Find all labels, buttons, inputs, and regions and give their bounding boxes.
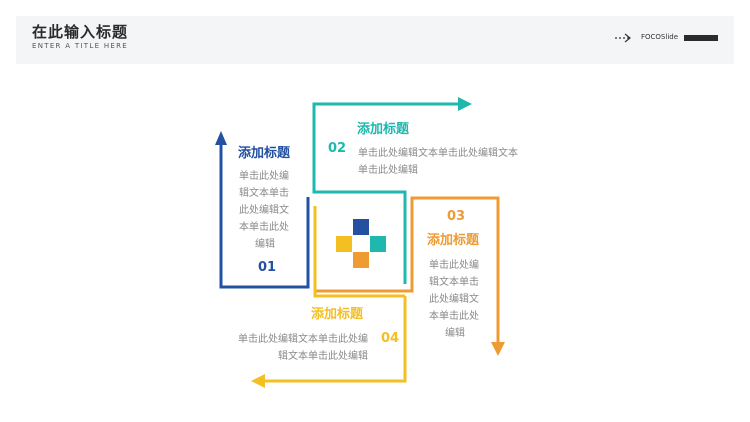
path-04-inner	[313, 206, 405, 298]
step-03-body: 单击此处编 辑文本单击 此处编辑文 本单击此处 编辑	[429, 257, 479, 342]
step-01-number: 01	[258, 260, 277, 275]
step-04-line: 辑文本单击此处编辑	[278, 351, 368, 362]
step-02-line: 单击此处编辑	[358, 165, 418, 176]
step-04-heading: 添加标题	[311, 307, 364, 322]
brand-name: FOCOSlide	[641, 33, 679, 41]
step-04-line: 单击此处编辑文本单击此处编	[238, 334, 368, 345]
arrow-01	[215, 131, 227, 145]
page-subtitle: ENTER A TITLE HERE	[32, 42, 128, 50]
brand-bar	[684, 35, 718, 41]
step-01-line: 单击此处编	[239, 171, 289, 182]
path-04	[263, 296, 407, 383]
step-04-number: 04	[381, 331, 400, 346]
step-03-number: 03	[447, 209, 466, 224]
dashed-arrow-icon	[615, 33, 631, 43]
step-01-body: 单击此处编 辑文本单击 此处编辑文 本单击此处 编辑	[239, 168, 289, 253]
step-01-heading: 添加标题	[238, 146, 291, 161]
color-squares-icon	[336, 219, 386, 268]
step-03-heading: 添加标题	[427, 233, 480, 248]
path-01	[219, 142, 310, 289]
arrow-04	[251, 374, 265, 388]
arrow-02	[458, 97, 472, 111]
header-bar	[16, 16, 734, 64]
arrow-03	[491, 342, 505, 356]
path-02	[312, 102, 459, 284]
step-02-number: 02	[328, 141, 347, 156]
page-title: 在此输入标题	[32, 23, 129, 41]
step-01-line: 编辑	[255, 239, 275, 250]
path-03	[316, 196, 500, 343]
step-03-line: 编辑	[445, 328, 465, 339]
step-01-line: 本单击此处	[239, 222, 289, 233]
step-02-body: 单击此处编辑文本单击此处编辑文本 单击此处编辑	[358, 145, 518, 179]
step-02-line: 单击此处编辑文本单击此处编辑文本	[358, 148, 518, 159]
step-03-line: 本单击此处	[429, 311, 479, 322]
step-04-body: 单击此处编辑文本单击此处编 辑文本单击此处编辑	[228, 331, 368, 365]
step-03-line: 单击此处编	[429, 260, 479, 271]
step-01-line: 此处编辑文	[239, 205, 289, 216]
step-01-line: 辑文本单击	[239, 188, 289, 199]
step-02-heading: 添加标题	[357, 122, 410, 137]
step-03-line: 辑文本单击	[429, 277, 479, 288]
step-03-line: 此处编辑文	[429, 294, 479, 305]
